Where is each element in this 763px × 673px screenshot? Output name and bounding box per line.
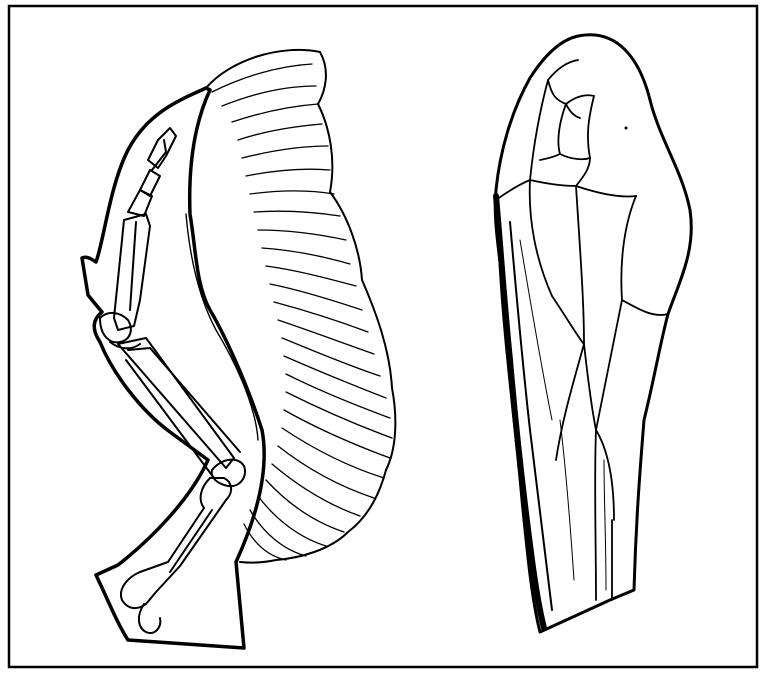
feather-barbs bbox=[212, 64, 392, 560]
insect-wing-costa bbox=[496, 196, 544, 628]
insect-wing-speck bbox=[625, 127, 628, 130]
insect-wing-outline bbox=[495, 35, 691, 632]
insect-wing-venation-icon bbox=[495, 35, 691, 632]
radius-ulna-bones bbox=[118, 338, 240, 478]
insect-wing-veins bbox=[496, 60, 668, 600]
carpometacarpus-bone bbox=[114, 214, 150, 330]
humerus-bone bbox=[121, 478, 231, 633]
bird-wing-skeleton-icon bbox=[82, 50, 395, 648]
